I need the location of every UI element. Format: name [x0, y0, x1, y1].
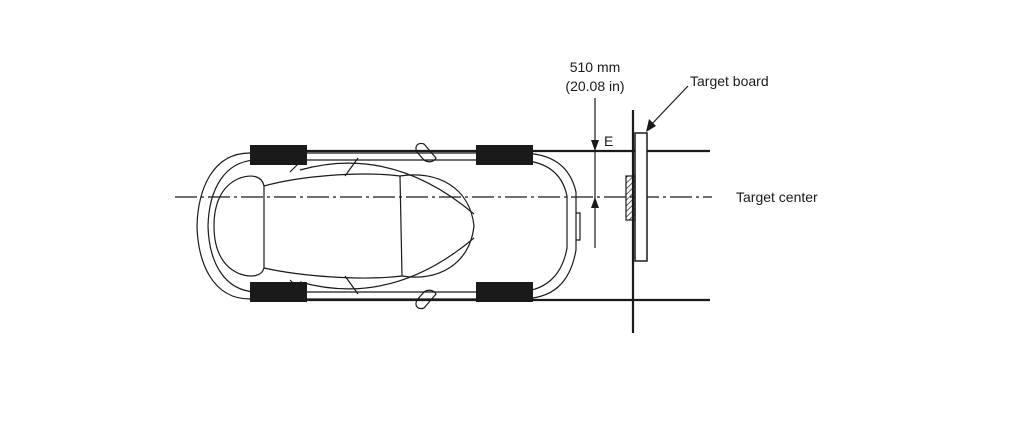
- left-pillar-line: [344, 157, 359, 177]
- distance-mm-label: 510 mm: [570, 59, 621, 75]
- right-side-mirror: [415, 289, 437, 310]
- right-door-line: [299, 237, 475, 290]
- windshield: [399, 174, 475, 278]
- roof-outline: [263, 173, 403, 279]
- target-board-leader-arrow: [646, 119, 656, 132]
- target-center-mark: [625, 175, 636, 221]
- dimension-e-label: E: [604, 133, 613, 149]
- target-board: [634, 132, 648, 262]
- rear-left-tire: [250, 145, 307, 165]
- left-door-line: [299, 162, 475, 215]
- target-center-label: Target center: [736, 189, 818, 205]
- vehicle-front-bumper: [576, 212, 581, 241]
- target-board-leader-line: [649, 85, 689, 127]
- front-right-tire: [476, 282, 533, 302]
- target-board-label: Target board: [690, 73, 769, 89]
- right-pillar-line: [344, 275, 359, 295]
- rear-right-tire: [250, 282, 307, 302]
- left-side-mirror: [415, 142, 437, 163]
- distance-in-label: (20.08 in): [565, 78, 624, 94]
- front-left-tire: [476, 145, 533, 165]
- dimension-arrow-down: [591, 140, 599, 151]
- rear-window: [213, 175, 265, 277]
- dimension-arrow-up: [591, 197, 599, 208]
